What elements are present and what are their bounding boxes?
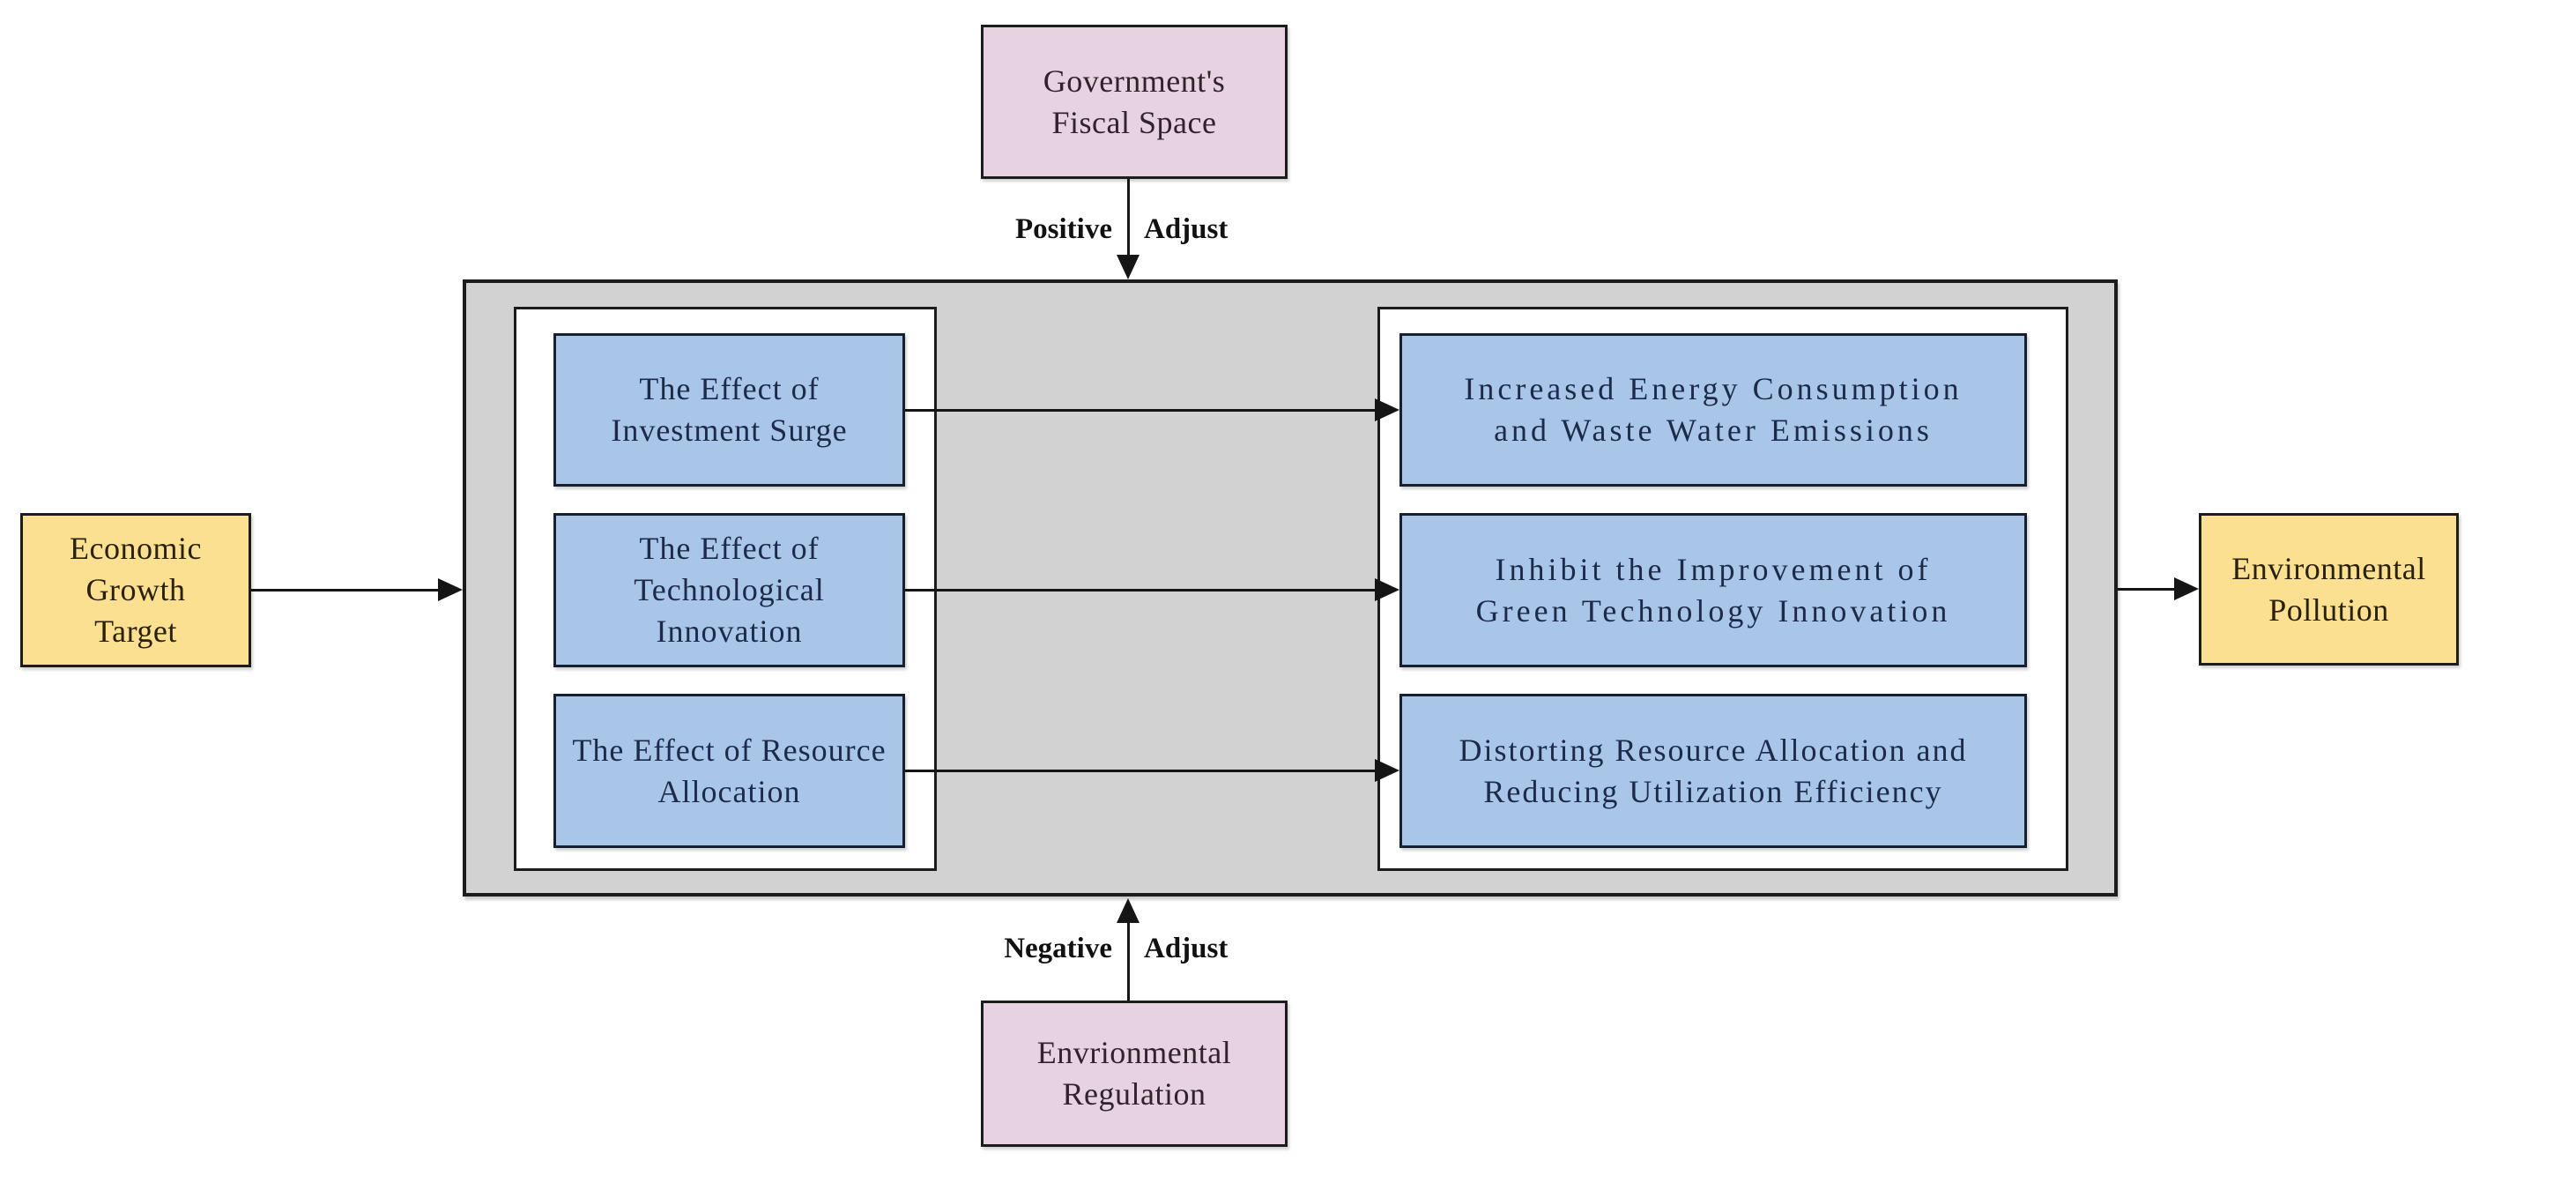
node-increased-energy-consumption: Increased Energy Consumption and Waste W…: [1399, 333, 2027, 487]
node-effect-technological-innovation: The Effect of Technological Innovation: [553, 513, 905, 667]
arrow-surge-to-energy-stem: [905, 409, 1377, 412]
arrowhead-up-icon: [1117, 898, 1140, 923]
arrow-panel-to-pollution-stem: [2118, 588, 2176, 591]
label-positive: Positive: [1015, 213, 1112, 245]
node-governments-fiscal-space: Government's Fiscal Space: [981, 25, 1288, 179]
arrowhead-right-icon: [2174, 577, 2199, 600]
arrow-regulation-to-panel-stem: [1127, 922, 1130, 1001]
arrow-allocation-to-distorting-stem: [905, 770, 1377, 772]
arrowhead-right-icon: [1375, 759, 1399, 782]
node-environmental-pollution: Environmental Pollution: [2199, 513, 2459, 666]
node-inhibit-green-innovation: Inhibit the Improvement of Green Technol…: [1399, 513, 2027, 667]
node-effect-investment-surge: The Effect of Investment Surge: [553, 333, 905, 487]
arrow-target-to-panel-stem: [251, 589, 440, 592]
node-environmental-regulation: Envrionmental Regulation: [981, 1001, 1288, 1147]
arrowhead-right-icon: [1375, 578, 1399, 601]
arrowhead-right-icon: [438, 578, 463, 601]
node-effect-resource-allocation: The Effect of Resource Allocation: [553, 694, 905, 848]
node-distorting-resource-allocation: Distorting Resource Allocation and Reduc…: [1399, 694, 2027, 848]
arrowhead-right-icon: [1375, 398, 1399, 421]
label-negative: Negative: [1004, 933, 1112, 964]
arrow-fiscal-to-panel-stem: [1127, 179, 1130, 257]
label-adjust-top: Adjust: [1144, 213, 1229, 245]
arrowhead-down-icon: [1117, 255, 1140, 279]
node-economic-growth-target: Economic Growth Target: [20, 513, 251, 667]
label-adjust-bottom: Adjust: [1144, 933, 1229, 964]
arrow-innovation-to-green-stem: [905, 589, 1377, 592]
